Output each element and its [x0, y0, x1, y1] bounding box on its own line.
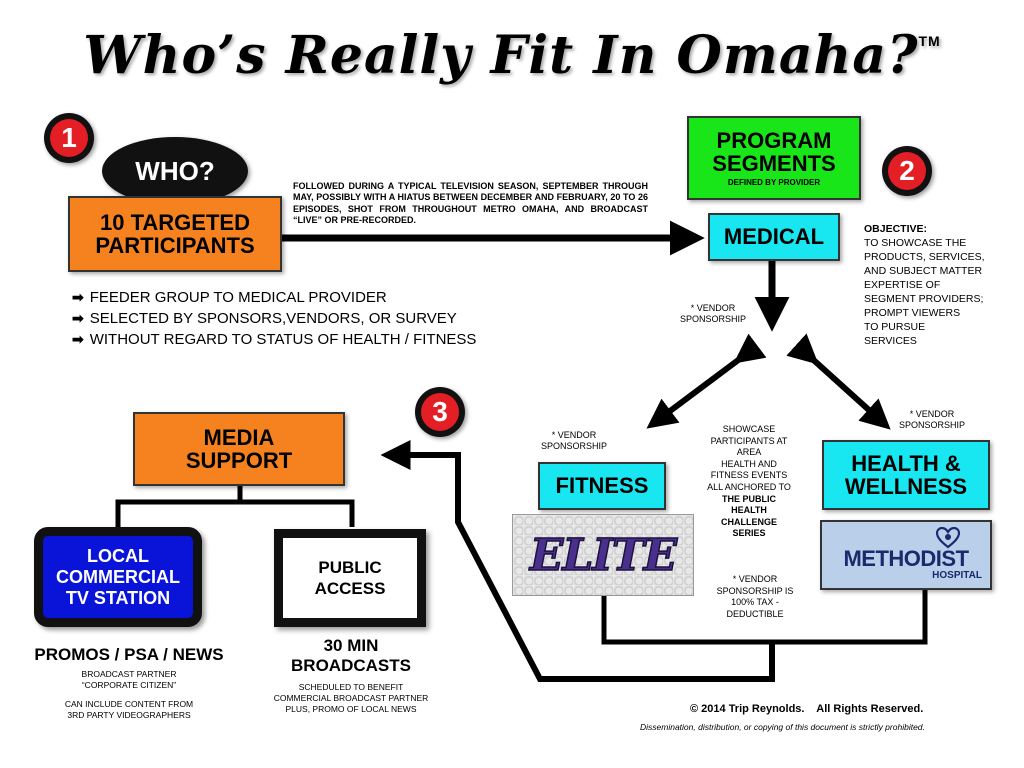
arrow-right-icon: ➡: [72, 289, 84, 305]
methodist-logo: METHODIST HOSPITAL: [820, 520, 992, 590]
season-note: FOLLOWED DURING A TYPICAL TELEVISION SEA…: [293, 181, 648, 225]
step-badge-1: 1: [44, 113, 94, 163]
tree-right: [240, 499, 355, 527]
disclaimer-text: Dissemination, distribution, or copying …: [640, 722, 925, 732]
arrow-back-to-media: [380, 440, 775, 682]
who-oval: WHO?: [102, 137, 248, 205]
media-support-box: MEDIA SUPPORT: [133, 412, 345, 486]
medical-box: MEDICAL: [708, 213, 840, 261]
tax-note: * VENDOR SPONSORSHIP IS 100% TAX - DEDUC…: [716, 574, 794, 619]
health-wellness-box: HEALTH & WELLNESS: [822, 440, 990, 510]
heart-icon: [936, 527, 960, 549]
bracket-logos: [601, 586, 928, 645]
page-title: Who’s Really Fit In Omaha?TM: [83, 25, 941, 86]
bullet-item: ➡SELECTED BY SPONSORS,VENDORS, OR SURVEY: [72, 310, 457, 327]
local-tv-station-box: LOCAL COMMERCIAL TV STATION: [34, 527, 202, 627]
elite-logo: ELITE: [512, 514, 694, 596]
bullet-item: ➡FEEDER GROUP TO MEDICAL PROVIDER: [72, 289, 387, 306]
copyright-text: © 2014 Trip Reynolds. All Rights Reserve…: [690, 703, 924, 715]
promos-text: PROMOS / PSA / NEWS BROADCAST PARTNER “C…: [34, 645, 224, 720]
tree-left: [115, 482, 243, 527]
objective-text: OBJECTIVE: TO SHOWCASE THE PRODUCTS, SER…: [864, 223, 985, 347]
arrow-hub-health: [786, 333, 891, 430]
participants-box: 10 TARGETED PARTICIPANTS: [68, 196, 282, 272]
showcase-text: SHOWCASE PARTICIPANTS AT AREA HEALTH AND…: [707, 424, 791, 539]
arrow-right-icon: ➡: [72, 331, 84, 347]
public-access-box: PUBLIC ACCESS: [274, 529, 426, 627]
arrow-hub-fitness: [646, 333, 767, 429]
trademark-mark: TM: [918, 33, 941, 49]
program-segments-box: PROGRAM SEGMENTS DEFINED BY PROVIDER: [687, 116, 861, 200]
participant-bullets: ➡FEEDER GROUP TO MEDICAL PROVIDER ➡SELEC…: [72, 287, 476, 350]
broadcasts-text: 30 MIN BROADCASTS SCHEDULED TO BENEFIT C…: [273, 636, 429, 714]
step-badge-2: 2: [882, 146, 932, 196]
step-badge-3: 3: [415, 387, 465, 437]
arrow-right-icon: ➡: [72, 310, 84, 326]
bullet-item: ➡WITHOUT REGARD TO STATUS OF HEALTH / FI…: [72, 331, 477, 348]
fitness-box: FITNESS: [538, 462, 666, 510]
